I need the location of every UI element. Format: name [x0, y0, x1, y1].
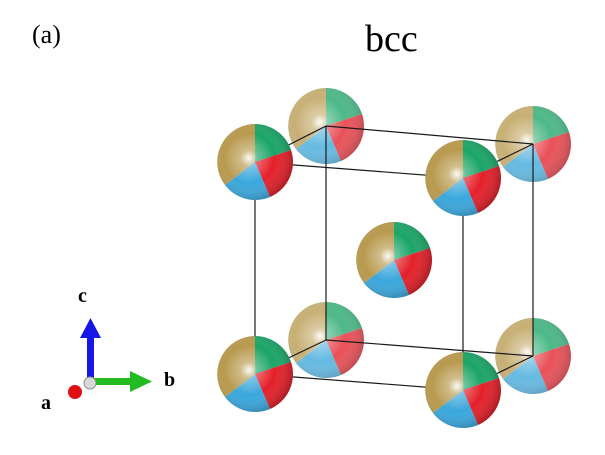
structure-title: bcc [365, 18, 418, 60]
atom-front-top-right [425, 140, 501, 216]
axis-triad [68, 318, 152, 399]
panel-label: (a) [32, 20, 61, 49]
origin-sphere [83, 376, 97, 390]
axis-label-c: c [78, 285, 87, 307]
atom-body-center [356, 222, 432, 298]
axis-label-b: b [164, 369, 176, 391]
axis-label-a: a [41, 392, 51, 414]
atom-front-bottom-left [217, 336, 293, 412]
a-axis-sphere [68, 385, 82, 399]
c-axis-arrow [80, 318, 101, 384]
atom-front-bottom-right [425, 352, 501, 428]
atom-front-top-left [217, 124, 293, 200]
b-axis-arrow [90, 371, 152, 392]
